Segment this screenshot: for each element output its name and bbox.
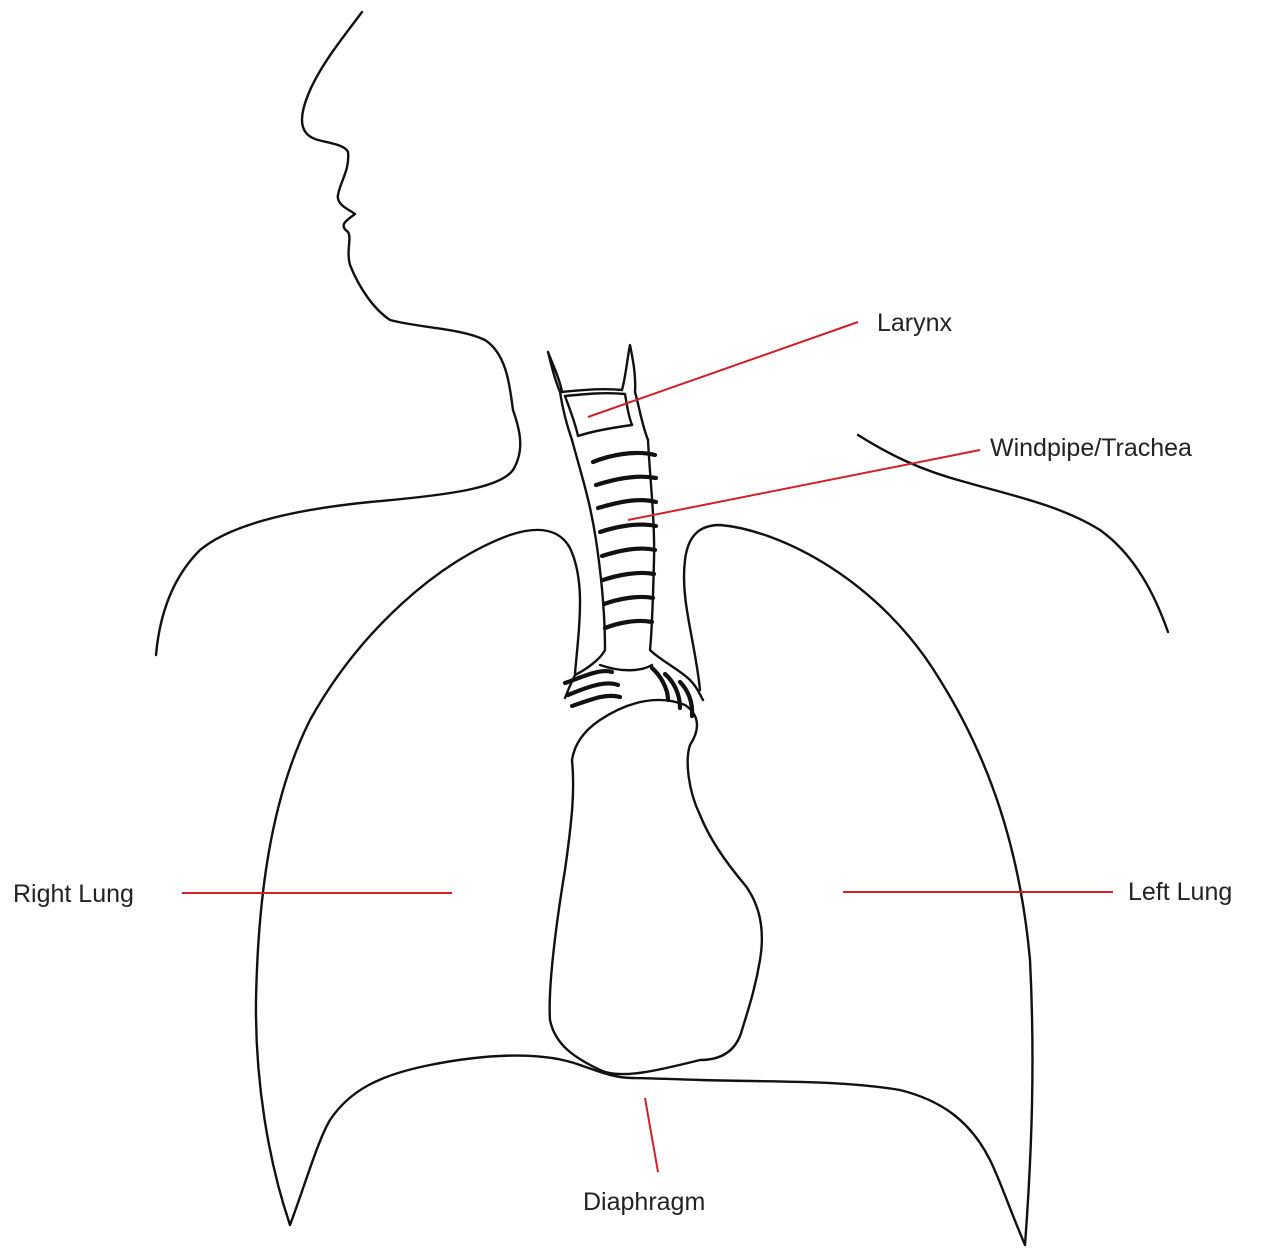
- left-lung-label: Left Lung: [1128, 878, 1232, 906]
- diaphragm-label: Diaphragm: [583, 1188, 705, 1216]
- larynx-outline: [548, 345, 648, 440]
- diaphragm-leader-line: [645, 1098, 658, 1172]
- bronchi-rings: [565, 668, 692, 716]
- left-lung-outline: [632, 525, 1032, 1245]
- trachea-label: Windpipe/Trachea: [990, 434, 1192, 462]
- larynx-label: Larynx: [877, 309, 953, 337]
- trachea-leader-line: [628, 450, 980, 520]
- right-lung-label: Right Lung: [13, 880, 134, 908]
- heart-outline: [550, 700, 762, 1074]
- larynx-leader-line: [588, 322, 858, 417]
- head-profile-outline: [156, 12, 520, 655]
- right-lung-outline: [256, 530, 632, 1225]
